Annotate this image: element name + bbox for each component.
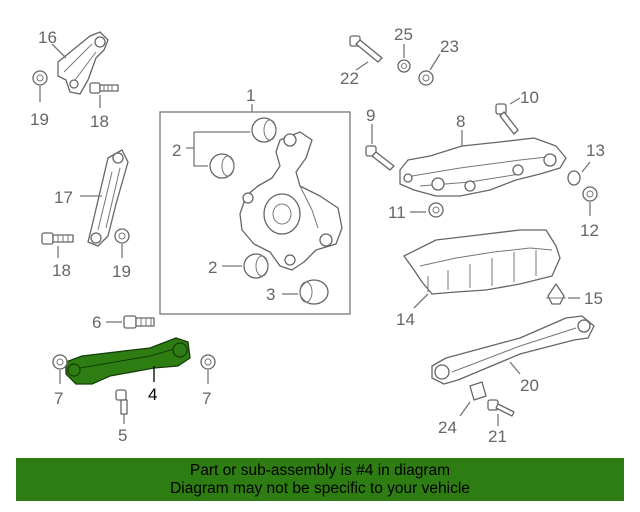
knuckle-box [159,111,351,315]
leader-22 [355,61,369,71]
part-8-arm [399,137,567,197]
part-7-nut-right [200,354,216,370]
banner-line-2: Diagram may not be specific to your vehi… [170,480,470,497]
callout-12: 12 [580,221,599,240]
callout-20: 20 [520,376,539,395]
callout-7a: 7 [54,389,63,408]
part-2-bushing-top [251,117,277,143]
leader-16 [51,43,67,59]
callout-9: 9 [366,106,375,125]
part-2-bushing-low [243,253,269,279]
callout-24: 24 [438,418,457,437]
leader-24 [459,401,471,417]
callout-2b: 2 [208,258,217,277]
callout-19a: 19 [30,110,49,129]
part-25-washer [397,59,411,73]
banner-line-1: Part or sub-assembly is #4 in diagram [189,462,451,479]
part-12-nut [582,186,598,202]
vehicle-fit-banner: Part or sub-assembly is #4 in diagram Di… [16,458,624,501]
part-1-knuckle [239,131,343,271]
callout-17: 17 [54,188,73,207]
leader-2a [186,131,250,167]
leader-23 [429,53,441,71]
part-24-bracket [469,381,487,401]
callout-4: 4 [148,385,157,404]
part-19-nut-lower [114,228,130,244]
part-22-bolt [349,35,383,63]
callout-22: 22 [340,69,359,88]
callout-2a: 2 [172,141,181,160]
callout-8: 8 [456,112,465,131]
part-14-shield [403,229,561,295]
leader-14 [413,293,429,309]
callout-21: 21 [488,427,507,446]
part-19-nut-top [32,70,48,86]
leader-13 [581,161,591,173]
part-21-bolt [487,399,515,417]
callout-15: 15 [584,289,603,308]
part-13-washer [567,170,581,186]
part-20-link [431,315,595,385]
leader-10 [509,97,521,105]
part-9-bolt [365,145,395,171]
part-18-bolt-lower [41,232,74,245]
part-15-clip [546,283,566,305]
callout-11: 11 [388,203,406,222]
part-3-bushing [299,279,329,305]
callout-5: 5 [118,426,127,445]
part-4-link-highlighted [65,337,191,385]
callout-25: 25 [394,25,413,44]
callout-1: 1 [246,86,255,105]
part-17-link [87,149,129,247]
part-11-nut [428,202,444,218]
callout-16: 16 [38,28,57,47]
part-2-bushing-mid [209,153,235,179]
part-10-bolt [495,103,519,135]
callout-7b: 7 [202,389,211,408]
part-5-bolt [115,389,128,415]
callout-3: 3 [266,285,275,304]
callout-10: 10 [520,88,539,107]
part-23-nut [418,70,434,86]
callout-14: 14 [396,310,415,329]
part-16-bracket [57,31,109,95]
callout-6: 6 [92,313,101,332]
callout-18b: 18 [52,261,71,280]
callout-23: 23 [440,37,459,56]
part-7-nut-left [52,354,68,370]
callout-19b: 19 [112,262,131,281]
part-18-bolt-top [89,82,119,94]
leader-20 [509,361,521,375]
callout-13: 13 [586,141,605,160]
part-6-bolt [123,315,155,329]
callout-18a: 18 [90,112,109,131]
